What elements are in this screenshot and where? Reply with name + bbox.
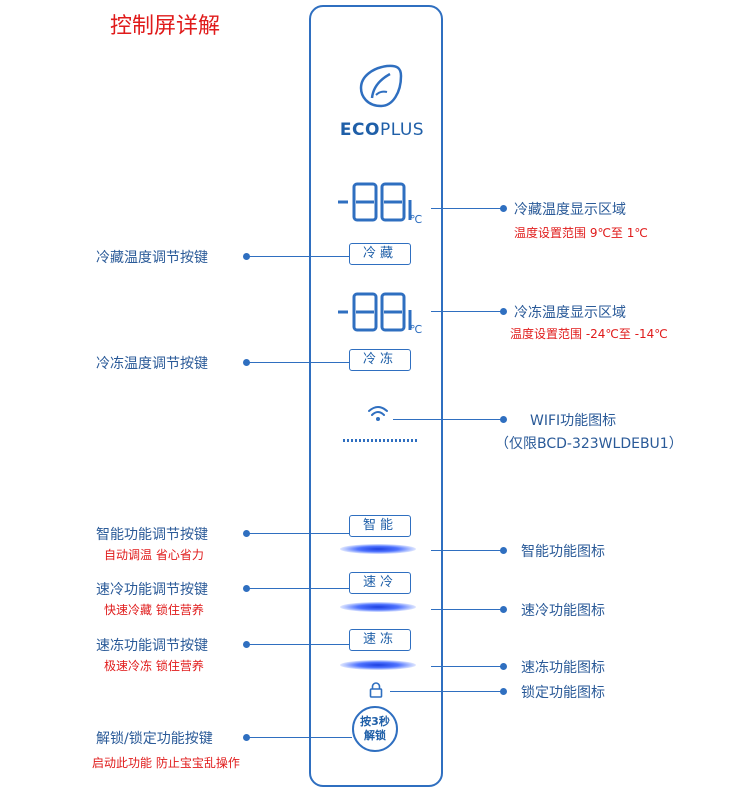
label-freezer-display: 冷冻温度显示区域: [514, 305, 626, 321]
pointer-line: [247, 362, 349, 363]
label-wifi-icon: WIFI功能图标: [530, 413, 617, 429]
leaf-icon: [359, 64, 403, 108]
unlock-line1: 按3秒: [360, 715, 390, 728]
pointer-line: [247, 533, 349, 534]
quick-freeze-indicator: [340, 660, 416, 670]
note-freezer-range: 温度设置范围 -24℃至 -14℃: [510, 327, 668, 341]
smart-button[interactable]: 智能: [349, 515, 411, 537]
freezer-button[interactable]: 冷冻: [349, 349, 411, 371]
pointer-dot: [500, 663, 507, 670]
pointer-dot: [500, 308, 507, 315]
label-smart-icon: 智能功能图标: [521, 544, 605, 560]
pointer-dot: [243, 359, 250, 366]
quick-cool-button[interactable]: 速冷: [349, 572, 411, 594]
pointer-dot: [243, 585, 250, 592]
pointer-line: [393, 419, 503, 420]
freezer-unit: ℃: [410, 323, 423, 336]
smart-indicator: [340, 544, 416, 554]
lock-icon: [369, 682, 383, 698]
pointer-line: [431, 550, 503, 551]
pointer-dot: [500, 606, 507, 613]
pointer-line: [247, 256, 349, 257]
note-quick-cool: 快速冷藏 锁住营养: [104, 603, 204, 617]
pointer-dot: [243, 253, 250, 260]
pointer-line: [431, 208, 503, 209]
quick-freeze-button[interactable]: 速冻: [349, 629, 411, 651]
wifi-signal-bar: [343, 439, 417, 442]
label-smart-key: 智能功能调节按键: [96, 527, 208, 543]
label-quick-freeze-key: 速冻功能调节按键: [96, 638, 208, 654]
brand-plus: PLUS: [379, 120, 425, 140]
pointer-dot: [243, 641, 250, 648]
label-fridge-display: 冷藏温度显示区域: [514, 202, 626, 218]
note-fridge-range: 温度设置范围 9℃至 1℃: [514, 226, 648, 240]
pointer-dot: [500, 205, 507, 212]
pointer-line: [431, 311, 503, 312]
label-lock-key: 解锁/锁定功能按键: [96, 731, 213, 747]
label-fridge-key: 冷藏温度调节按键: [96, 250, 208, 266]
pointer-dot: [500, 688, 507, 695]
pointer-line: [431, 666, 503, 667]
page-title: 控制屏详解: [110, 14, 221, 39]
fridge-unit: ℃: [410, 213, 423, 226]
pointer-dot: [500, 416, 507, 423]
pointer-line: [431, 609, 503, 610]
quick-cool-indicator: [340, 602, 416, 612]
fridge-temp-display: [338, 182, 412, 222]
label-freezer-key: 冷冻温度调节按键: [96, 356, 208, 372]
unlock-button[interactable]: 按3秒 解锁: [352, 706, 398, 752]
pointer-dot: [500, 547, 507, 554]
label-lock-icon: 锁定功能图标: [521, 685, 605, 701]
unlock-line2: 解锁: [364, 729, 386, 742]
note-lock: 启动此功能 防止宝宝乱操作: [92, 756, 240, 770]
pointer-dot: [243, 734, 250, 741]
fridge-button[interactable]: 冷藏: [349, 243, 411, 265]
pointer-line: [247, 644, 349, 645]
pointer-line: [247, 588, 349, 589]
brand-eco: ECO: [339, 120, 380, 140]
label-quick-cool-key: 速冷功能调节按键: [96, 582, 208, 598]
label-quick-cool-icon: 速冷功能图标: [521, 603, 605, 619]
note-smart: 自动调温 省心省力: [104, 548, 204, 562]
note-wifi-model: （仅限BCD-323WLDEBU1）: [495, 436, 683, 452]
pointer-dot: [243, 530, 250, 537]
label-quick-freeze-icon: 速冻功能图标: [521, 660, 605, 676]
pointer-line: [390, 691, 503, 692]
note-quick-freeze: 极速冷冻 锁住营养: [104, 659, 204, 673]
wifi-icon: [368, 406, 388, 421]
control-panel: [309, 5, 443, 787]
freezer-temp-display: [338, 292, 412, 332]
pointer-line: [247, 737, 352, 738]
brand-logo: ECOPLUS: [336, 120, 428, 140]
